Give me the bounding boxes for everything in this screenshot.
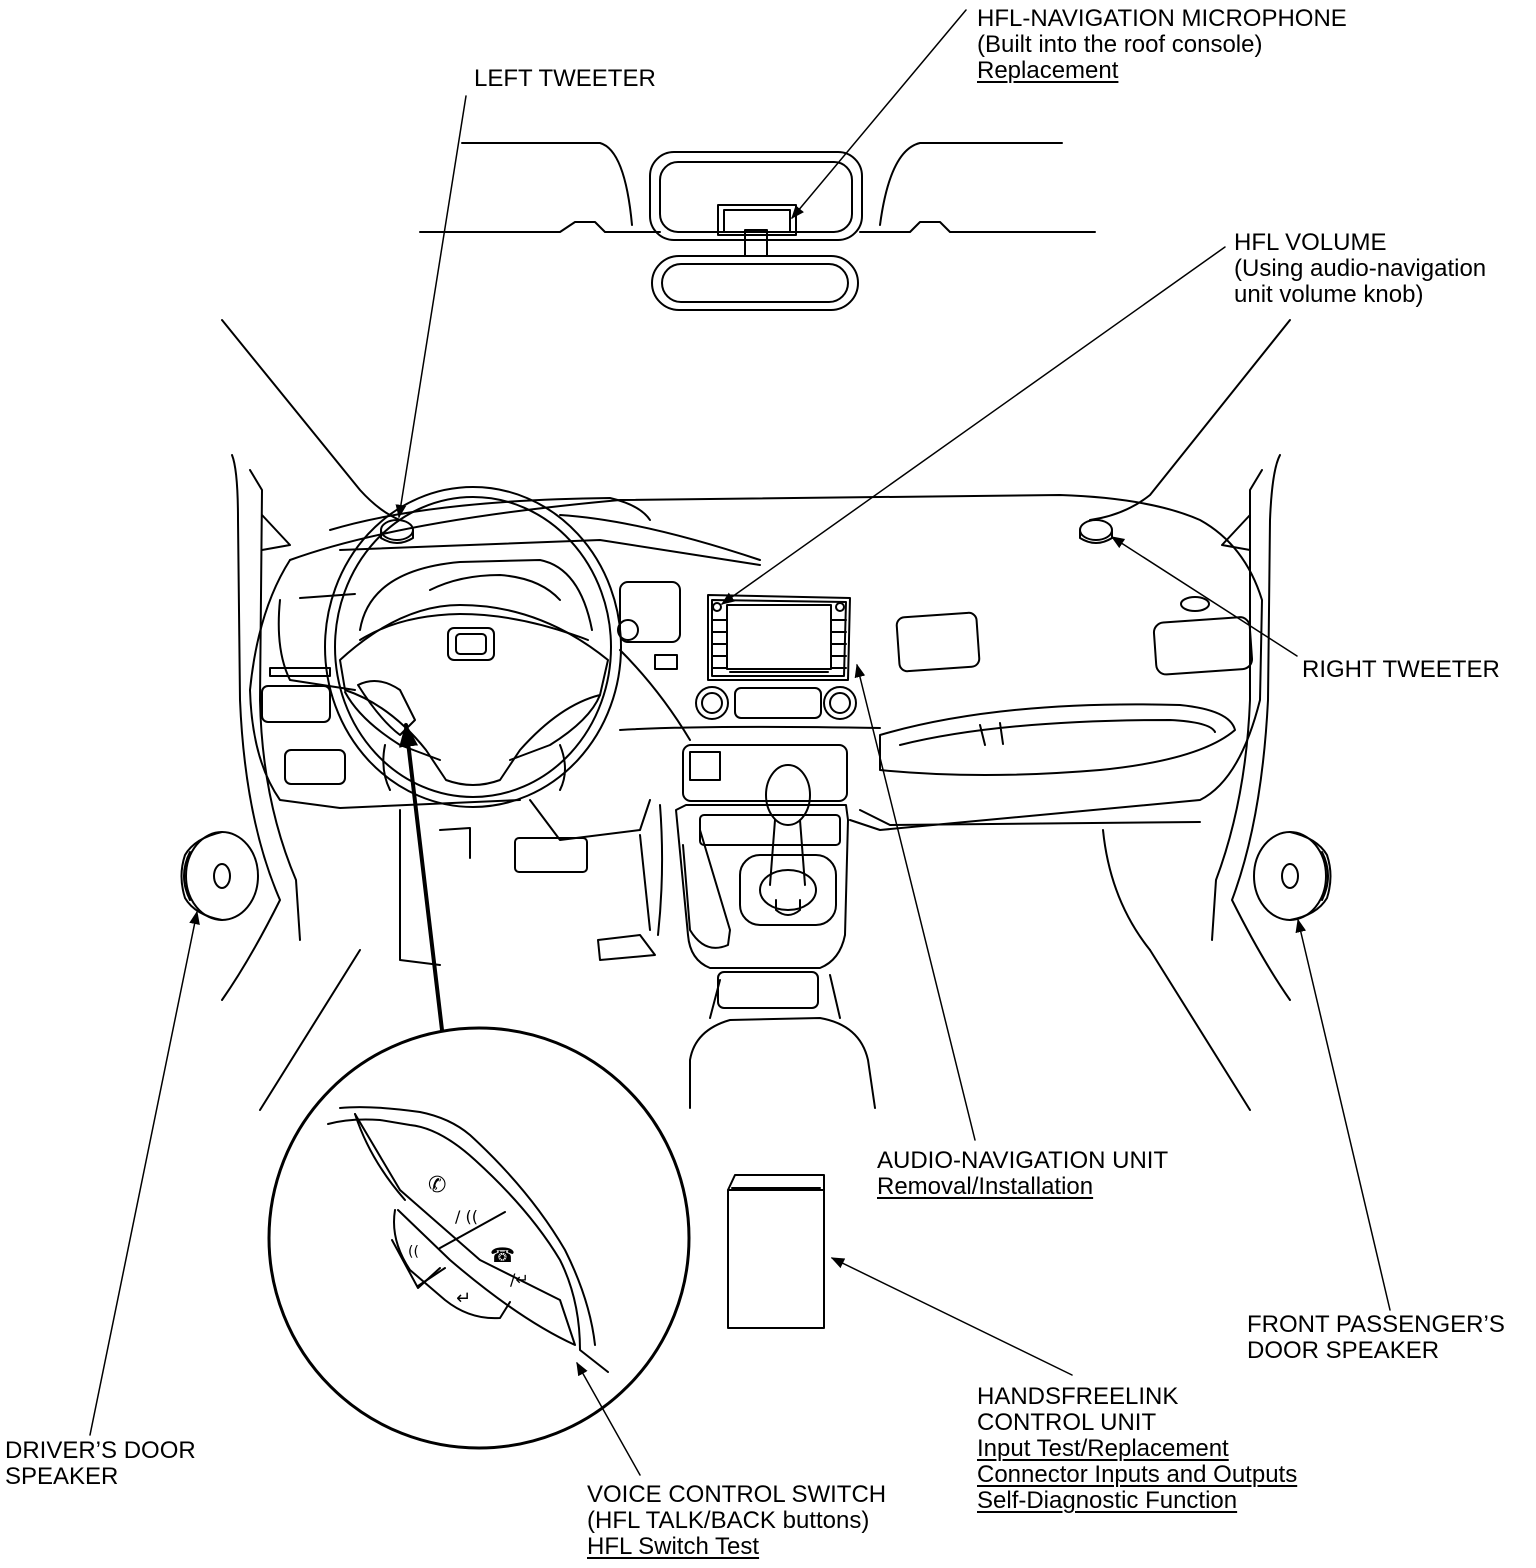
microphone-label: HFL-NAVIGATION MICROPHONE (Built into th… bbox=[977, 6, 1347, 84]
instrument-cluster bbox=[359, 559, 681, 670]
svg-text:/↵: /↵ bbox=[510, 1270, 529, 1289]
leader-left-tweeter bbox=[395, 95, 467, 519]
audio-nav-label: AUDIO-NAVIGATION UNIT Removal/Installati… bbox=[877, 1148, 1168, 1200]
audio-navigation-unit bbox=[707, 594, 851, 681]
audio-nav-title: AUDIO-NAVIGATION UNIT bbox=[877, 1147, 1169, 1174]
hfl-volume-note-1: (Using audio-navigation bbox=[1234, 255, 1487, 282]
hfl-volume-title: HFL VOLUME bbox=[1234, 229, 1387, 256]
right-a-pillar bbox=[1089, 319, 1291, 521]
front-passenger-speaker-label: FRONT PASSENGER’S DOOR SPEAKER bbox=[1247, 1312, 1505, 1364]
leader-right-tweeter bbox=[1110, 536, 1298, 657]
front-passenger-line-1: FRONT PASSENGER’S bbox=[1247, 1311, 1505, 1338]
leader-passenger-speaker bbox=[1295, 918, 1391, 1311]
roof-console bbox=[419, 142, 1096, 241]
left-tweeter-icon bbox=[380, 519, 414, 544]
connector-io-link[interactable]: Connector Inputs and Outputs bbox=[977, 1461, 1298, 1488]
leader-audio-nav bbox=[854, 663, 976, 1141]
voice-switch-detail-circle: ✆ / (( ☎ /↵ ↵ (( bbox=[267, 1026, 691, 1450]
left-a-pillar bbox=[221, 319, 401, 521]
leader-voice-switch bbox=[576, 1361, 641, 1476]
right-tweeter-icon bbox=[1079, 519, 1113, 544]
hfl-control-line-2: CONTROL UNIT bbox=[977, 1409, 1157, 1436]
center-console bbox=[675, 744, 876, 1109]
right-tweeter-label: RIGHT TWEETER bbox=[1302, 657, 1500, 683]
svg-text:✆: ✆ bbox=[428, 1173, 446, 1198]
driver-door-speaker-icon bbox=[180, 831, 259, 921]
hfl-switch-test-link[interactable]: HFL Switch Test bbox=[587, 1533, 760, 1560]
hfl-control-line-1: HANDSFREELINK bbox=[977, 1383, 1179, 1410]
microphone-title: HFL-NAVIGATION MICROPHONE bbox=[977, 5, 1347, 32]
voice-switch-label: VOICE CONTROL SWITCH (HFL TALK/BACK butt… bbox=[587, 1482, 886, 1560]
leader-microphone bbox=[791, 9, 967, 220]
rearview-mirror bbox=[651, 239, 859, 311]
voice-switch-note: (HFL TALK/BACK buttons) bbox=[587, 1507, 870, 1534]
svg-text:/ ((: / (( bbox=[455, 1207, 478, 1226]
left-tweeter-label: LEFT TWEETER bbox=[474, 66, 656, 92]
left-door-panel bbox=[221, 454, 361, 1111]
self-diagnostic-link[interactable]: Self-Diagnostic Function bbox=[977, 1487, 1238, 1514]
microphone-note: (Built into the roof console) bbox=[977, 31, 1263, 58]
dashboard bbox=[249, 494, 1263, 966]
front-passenger-line-2: DOOR SPEAKER bbox=[1247, 1337, 1440, 1364]
hfl-volume-note-2: unit volume knob) bbox=[1234, 281, 1424, 308]
pedals bbox=[439, 804, 664, 961]
leader-hfl-volume bbox=[720, 246, 1226, 605]
leader-hfl-control bbox=[830, 1257, 1073, 1376]
right-door-panel bbox=[1149, 454, 1291, 1111]
svg-text:((: (( bbox=[408, 1244, 419, 1260]
left-tweeter-title: LEFT TWEETER bbox=[474, 65, 656, 92]
voice-switch-title: VOICE CONTROL SWITCH bbox=[587, 1481, 887, 1508]
handsfreelink-control-unit-box bbox=[727, 1174, 825, 1329]
driver-door-line-1: DRIVER’S DOOR bbox=[5, 1437, 196, 1464]
svg-text:☎: ☎ bbox=[490, 1243, 515, 1267]
leader-driver-speaker bbox=[89, 910, 200, 1436]
input-test-link[interactable]: Input Test/Replacement bbox=[977, 1435, 1229, 1462]
svg-text:↵: ↵ bbox=[456, 1288, 471, 1309]
leader-detail-circle bbox=[398, 722, 444, 1032]
passenger-door-speaker-icon bbox=[1253, 831, 1332, 921]
driver-door-speaker-label: DRIVER’S DOOR SPEAKER bbox=[5, 1438, 196, 1490]
driver-door-line-2: SPEAKER bbox=[5, 1463, 119, 1490]
steering-wheel bbox=[324, 486, 622, 808]
hvac-controls bbox=[619, 649, 881, 741]
microphone-replacement-link[interactable]: Replacement bbox=[977, 57, 1119, 84]
hfl-volume-label: HFL VOLUME (Using audio-navigation unit … bbox=[1234, 230, 1486, 308]
hfl-control-unit-label: HANDSFREELINK CONTROL UNIT Input Test/Re… bbox=[977, 1384, 1297, 1514]
audio-nav-removal-link[interactable]: Removal/Installation bbox=[877, 1173, 1094, 1200]
right-tweeter-title: RIGHT TWEETER bbox=[1302, 656, 1500, 683]
